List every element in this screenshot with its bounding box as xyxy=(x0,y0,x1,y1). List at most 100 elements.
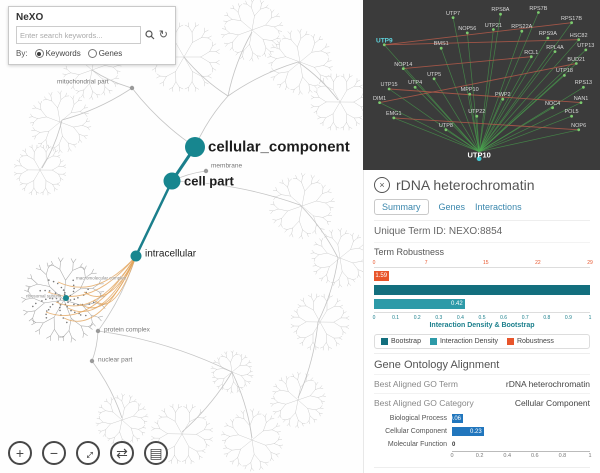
gene-label-utp22[interactable]: UTP22 xyxy=(468,109,486,116)
gene-label-emg1[interactable]: EMG1 xyxy=(386,110,402,117)
gene-node[interactable] xyxy=(579,101,583,104)
gene-label-rps22a[interactable]: RPS22A xyxy=(511,24,533,31)
gene-node[interactable] xyxy=(432,77,436,81)
gene-node[interactable] xyxy=(582,85,585,89)
radio-genes[interactable]: Genes xyxy=(87,49,122,58)
gene-label-nop56[interactable]: NOP56 xyxy=(458,25,477,32)
ontology-node[interactable] xyxy=(95,328,101,334)
gene-label-rpl4a[interactable]: RPL4A xyxy=(546,44,564,51)
gene-node[interactable] xyxy=(570,114,573,118)
gene-node[interactable] xyxy=(451,16,455,19)
gene-label-nop14[interactable]: NOP14 xyxy=(394,61,413,68)
term-label-intracellular[interactable]: intracellular xyxy=(145,248,197,260)
gene-label-pol5[interactable]: POL5 xyxy=(564,109,579,116)
gene-network-panel[interactable]: UTP9 UTP7 RPS8A RPS7B RPS17B NOP56 UTP21 RPS22A… xyxy=(363,0,600,170)
tab-summary[interactable]: Summary xyxy=(374,199,429,215)
term-label-mitochondrial-part[interactable]: mitochondrial part xyxy=(57,78,109,86)
close-icon[interactable]: × xyxy=(374,177,390,193)
gene-node[interactable] xyxy=(468,92,472,96)
term-label-cell-part[interactable]: cell part xyxy=(184,173,234,189)
gene-node[interactable] xyxy=(546,36,550,40)
gene-node[interactable] xyxy=(378,101,381,104)
gene-node[interactable] xyxy=(413,85,417,89)
gene-node[interactable] xyxy=(529,55,533,59)
gene-node[interactable] xyxy=(551,106,554,110)
gene-node[interactable] xyxy=(492,28,495,31)
gene-label-utp10[interactable]: UTP10 xyxy=(467,150,491,160)
gene-label-rps13[interactable]: RPS13 xyxy=(574,80,593,87)
term-label-nuclear-part[interactable]: nuclear part xyxy=(98,356,133,364)
gene-node[interactable] xyxy=(499,12,502,16)
gene-label-utp18[interactable]: UTP18 xyxy=(555,68,573,75)
term-label-cellular-component[interactable]: cellular_component xyxy=(208,138,350,156)
radio-keywords[interactable]: Keywords xyxy=(34,49,81,58)
gene-node[interactable] xyxy=(387,87,391,91)
gene-label-nan1[interactable]: NAN1 xyxy=(573,95,589,102)
reset-icon[interactable]: ↻ xyxy=(158,28,168,41)
gene-label-rps17b[interactable]: RPS17B xyxy=(560,15,583,22)
ontology-node[interactable] xyxy=(129,85,135,91)
gene-label-utp21[interactable]: UTP21 xyxy=(484,22,502,29)
gene-label-utp15[interactable]: UTP15 xyxy=(380,82,398,88)
gene-label-utp13[interactable]: UTP13 xyxy=(577,42,595,49)
gene-node[interactable] xyxy=(475,114,479,118)
ontology-node[interactable] xyxy=(63,295,69,301)
gene-label-utp5[interactable]: UTP5 xyxy=(427,71,442,78)
gene-node[interactable] xyxy=(444,128,448,132)
gene-label-bms1[interactable]: BMS1 xyxy=(433,41,449,48)
gene-node[interactable] xyxy=(577,128,581,132)
gene-label-rps8a[interactable]: RPS8A xyxy=(491,7,510,14)
gene-label-noc4[interactable]: NOC4 xyxy=(544,100,561,107)
ontology-node[interactable] xyxy=(185,137,205,157)
gene-label-pwp2[interactable]: PWP2 xyxy=(495,92,511,99)
expand-arrows-icon: ↔ xyxy=(77,442,99,464)
gene-label-utp8[interactable]: UTP8 xyxy=(438,122,453,129)
search-input[interactable] xyxy=(16,26,141,44)
gene-label-rcl1[interactable]: RCL1 xyxy=(524,49,539,56)
term-label-ribosomal-subunit[interactable]: ribosomal subunit xyxy=(26,293,62,299)
gene-node[interactable] xyxy=(577,38,581,42)
gene-label-bud21[interactable]: BUD21 xyxy=(567,56,586,63)
gene-node[interactable] xyxy=(401,67,405,70)
fit-content-button[interactable]: ↔ xyxy=(76,441,100,465)
gene-label-rps9a[interactable]: RPS9A xyxy=(538,31,557,37)
gene-label-utp7[interactable]: UTP7 xyxy=(446,10,461,17)
gene-node[interactable] xyxy=(465,31,469,35)
tab-interactions[interactable]: Interactions xyxy=(475,202,522,212)
gene-node[interactable] xyxy=(563,74,566,77)
gene-node[interactable] xyxy=(537,11,540,14)
ontology-node[interactable] xyxy=(163,172,181,190)
gene-node[interactable] xyxy=(570,21,573,25)
gene-label-hsc82[interactable]: HSC82 xyxy=(569,32,588,39)
gene-label-rps7b[interactable]: RPS7B xyxy=(529,5,548,12)
layers-button[interactable]: ▤ xyxy=(144,441,168,465)
gene-label-nop6[interactable]: NOP6 xyxy=(571,122,587,129)
gene-node[interactable] xyxy=(476,156,482,162)
tab-genes[interactable]: Genes xyxy=(438,202,466,212)
gene-node[interactable] xyxy=(520,29,524,33)
term-label-protein-complex[interactable]: protein complex xyxy=(104,326,150,334)
gene-label-utp9[interactable]: UTP9 xyxy=(376,37,393,45)
gene-label-mpp10[interactable]: MPP10 xyxy=(460,87,479,94)
gene-label-utp4[interactable]: UTP4 xyxy=(408,80,423,87)
ontology-node[interactable] xyxy=(130,250,142,262)
term-label-macromolecular-complex[interactable]: macromolecular complex xyxy=(76,275,127,281)
search-icon[interactable] xyxy=(145,30,155,40)
zoom-in-button[interactable]: + xyxy=(8,441,32,465)
bar-bootstrap xyxy=(374,285,590,295)
term-label-membrane[interactable]: membrane xyxy=(211,162,243,170)
gene-node[interactable] xyxy=(382,43,386,47)
zoom-out-button[interactable]: − xyxy=(42,441,66,465)
ontology-node[interactable] xyxy=(203,168,209,174)
ontology-node[interactable] xyxy=(89,358,95,364)
ontology-tree-graphic[interactable] xyxy=(0,0,363,473)
gene-node[interactable] xyxy=(501,97,505,101)
gene-node[interactable] xyxy=(553,50,557,53)
gene-node[interactable] xyxy=(574,62,578,65)
expand-collapse-button[interactable]: ⇄ xyxy=(110,441,134,465)
gene-node[interactable] xyxy=(584,48,588,52)
gene-label-dim1[interactable]: DIM1 xyxy=(373,95,387,102)
gene-node[interactable] xyxy=(392,116,396,120)
gene-node[interactable] xyxy=(439,46,443,50)
